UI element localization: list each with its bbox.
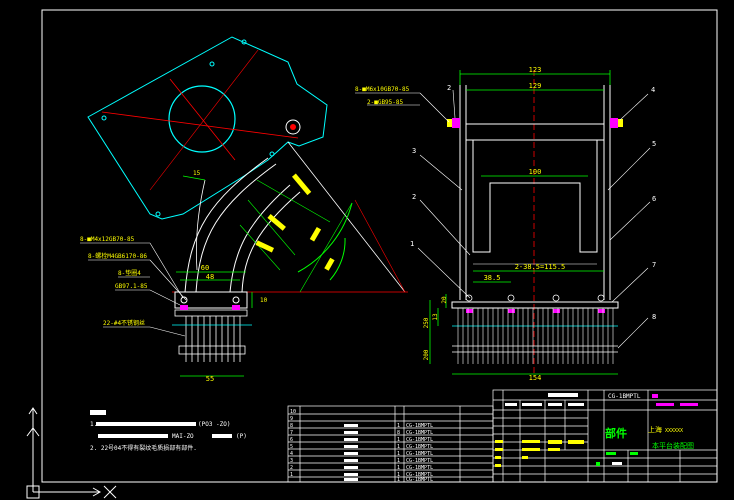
side-dims bbox=[176, 175, 253, 377]
row-code: CG-1BMPTL bbox=[406, 451, 433, 457]
row-code: CG-1BMPTL bbox=[406, 477, 433, 483]
balloon-right-2: 5 bbox=[652, 140, 656, 148]
row-code: CG-1BMPTL bbox=[406, 465, 433, 471]
dim-side-h: 10 bbox=[260, 297, 268, 304]
drawing-frame bbox=[41, 9, 718, 483]
balloon-left-4: 1 bbox=[410, 240, 414, 248]
dim-h-big: 250 bbox=[423, 317, 430, 328]
side-callout-1: 8-■M4x12GB70-85 bbox=[80, 236, 135, 243]
balloon-right-3: 6 bbox=[652, 195, 656, 203]
side-callout-3: 8-垫圈4 bbox=[118, 269, 141, 277]
row-qty: 1 bbox=[397, 423, 400, 429]
row-number: 9 bbox=[290, 416, 293, 422]
side-callout-4: GB97.1-85 bbox=[115, 283, 148, 290]
row-qty: 1 bbox=[397, 458, 400, 464]
row-number: 1 bbox=[290, 472, 293, 478]
side-view bbox=[87, 36, 408, 362]
dim-side-w2: 48 bbox=[206, 273, 214, 281]
front-callout-1: 8-■M6x10GB70-85 bbox=[355, 86, 410, 93]
dim-top-inner: 129 bbox=[529, 82, 542, 90]
row-number: 8 bbox=[290, 423, 293, 429]
note-3: 2. 22号04不得有裂纹毛质损部有部件. bbox=[90, 444, 197, 452]
side-callouts bbox=[80, 242, 187, 337]
front-callout-2: 2-■GB95-85 bbox=[367, 99, 404, 106]
dim-left-pitch: 38.5 bbox=[484, 274, 501, 282]
title-block bbox=[492, 389, 718, 483]
row-number: 4 bbox=[290, 451, 293, 457]
parts-table bbox=[287, 405, 494, 483]
bore-circle bbox=[168, 85, 236, 153]
title-company: 上海 bbox=[648, 425, 662, 434]
parts-table-fills bbox=[344, 424, 358, 481]
row-code: CG-1BMPTL bbox=[406, 458, 433, 464]
row-qty: 1 bbox=[397, 437, 400, 443]
balloon-left-2: 3 bbox=[412, 147, 416, 155]
dim-bottom: 154 bbox=[529, 374, 542, 382]
row-qty: 1 bbox=[397, 472, 400, 478]
note-1-code: (PO3 -ZO) bbox=[198, 421, 231, 428]
ucs-axis-icon bbox=[26, 407, 117, 499]
title-subtitle: 本平台装配图 bbox=[652, 441, 694, 450]
front-callout-leaders bbox=[355, 92, 450, 123]
row-code: CG-1BMPTL bbox=[406, 430, 433, 436]
row-qty: 1 bbox=[397, 477, 400, 483]
dim-side-w1: 60 bbox=[201, 264, 209, 272]
balloons-left bbox=[417, 89, 471, 299]
balloon-left-3: 2 bbox=[412, 193, 416, 201]
note-2-suffix: (P) bbox=[236, 433, 247, 440]
front-view bbox=[447, 70, 623, 374]
row-number: 7 bbox=[290, 430, 293, 436]
dim-h-small-a: 20 bbox=[441, 296, 448, 304]
row-qty: 1 bbox=[397, 444, 400, 450]
notes-block bbox=[90, 410, 232, 438]
row-code: CG-1BMPTL bbox=[406, 437, 433, 443]
dim-side-angle: 15 bbox=[193, 170, 201, 177]
front-dims bbox=[429, 70, 618, 375]
dim-mid: 100 bbox=[529, 168, 542, 176]
balloons-right bbox=[607, 93, 651, 349]
row-qty: 1 bbox=[397, 451, 400, 457]
dim-top-outer: 123 bbox=[529, 66, 542, 74]
row-code: CG-1BMPTL bbox=[406, 472, 433, 478]
title-company-mark: XXXXXX bbox=[665, 428, 683, 434]
dim-pitch-total: 2-38.5=115.5 bbox=[515, 263, 566, 271]
row-number: 10 bbox=[290, 409, 296, 415]
row-number: 3 bbox=[290, 458, 293, 464]
row-qty: 1 bbox=[397, 465, 400, 471]
balloon-left-1: 2 bbox=[447, 84, 451, 92]
row-code: CG-1BMPTL bbox=[406, 444, 433, 450]
dim-h-base: 200 bbox=[423, 349, 430, 360]
row-qty: 8 bbox=[397, 430, 400, 436]
note-1-prefix: 1. bbox=[90, 421, 97, 428]
row-number: 6 bbox=[290, 437, 293, 443]
title-block-fills bbox=[495, 393, 698, 467]
title-name: 部件 bbox=[605, 426, 627, 440]
side-callout-2: 8-螺栓M4GB6170-86 bbox=[88, 252, 147, 260]
balloon-right-4: 7 bbox=[652, 261, 656, 269]
balloon-right-5: 8 bbox=[652, 313, 656, 321]
row-code: CG-1BMPTL bbox=[406, 423, 433, 429]
title-code: CG-1BMPTL bbox=[608, 393, 641, 400]
side-callout-5: 22-#4不锈钢丝 bbox=[103, 319, 145, 327]
dim-side-bottom: 55 bbox=[206, 375, 214, 383]
mount-plate bbox=[87, 36, 328, 220]
row-number: 2 bbox=[290, 465, 293, 471]
dim-h-small-b: 13 bbox=[432, 313, 439, 321]
balloon-right-1: 4 bbox=[651, 86, 655, 94]
note-2-code: MAI-ZO bbox=[172, 433, 194, 440]
row-number: 5 bbox=[290, 444, 293, 450]
